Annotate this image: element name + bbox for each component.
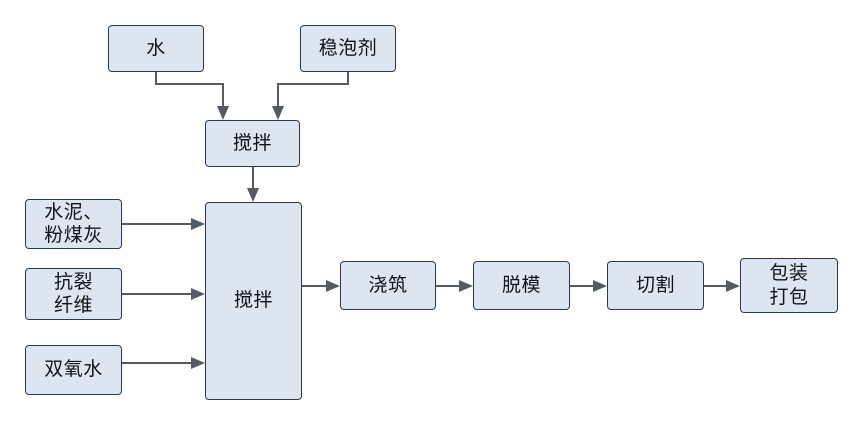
node-casting[interactable]: 浇筑 — [340, 261, 436, 310]
node-cement-flyash[interactable]: 水泥、 粉煤灰 — [25, 199, 122, 249]
node-mixing-2[interactable]: 搅拌 — [205, 202, 302, 400]
edge-fiber-to-mix2 — [122, 288, 205, 300]
edge-demold-to-cutting — [570, 280, 607, 292]
edge-peroxide-to-mix2 — [122, 357, 205, 369]
node-hydrogen-peroxide[interactable]: 双氧水 — [25, 345, 122, 395]
edge-water-to-mix1 — [155, 72, 229, 120]
edge-mix1-to-mix2 — [247, 167, 259, 202]
edge-mix2-to-casting — [302, 280, 340, 292]
node-demolding[interactable]: 脱模 — [473, 261, 570, 310]
node-stabilizer[interactable]: 稳泡剂 — [300, 25, 396, 72]
node-anticrack-fiber[interactable]: 抗裂 纤维 — [25, 268, 122, 320]
node-mixing-1[interactable]: 搅拌 — [205, 120, 300, 167]
edge-cement-to-mix2 — [122, 218, 205, 230]
edge-stabilizer-to-mix1 — [272, 72, 349, 120]
node-packaging[interactable]: 包装 打包 — [740, 258, 838, 313]
node-cutting[interactable]: 切割 — [607, 261, 704, 310]
edge-casting-to-demold — [436, 280, 473, 292]
node-water[interactable]: 水 — [108, 25, 204, 72]
edge-cutting-to-packaging — [704, 280, 740, 292]
